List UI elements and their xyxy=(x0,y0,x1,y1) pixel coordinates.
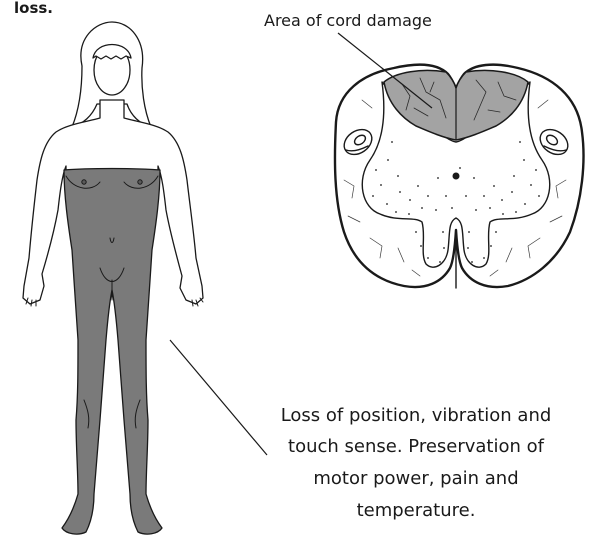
body-pointer-line xyxy=(170,340,267,455)
caption-line-3: motor power, pain and xyxy=(313,468,518,489)
sensory-caption: Loss of position, vibration and touch se… xyxy=(281,405,552,521)
affected-area xyxy=(62,169,162,535)
caption-line-4: temperature. xyxy=(357,500,476,521)
human-figure xyxy=(23,22,203,534)
spinal-cord-section xyxy=(335,65,584,288)
header-fragment: loss. xyxy=(14,0,53,17)
caption-line-2: touch sense. Preservation of xyxy=(288,436,545,457)
cord-damage-label: Area of cord damage xyxy=(264,11,432,30)
caption-line-1: Loss of position, vibration and xyxy=(281,405,552,426)
central-canal xyxy=(453,173,460,180)
